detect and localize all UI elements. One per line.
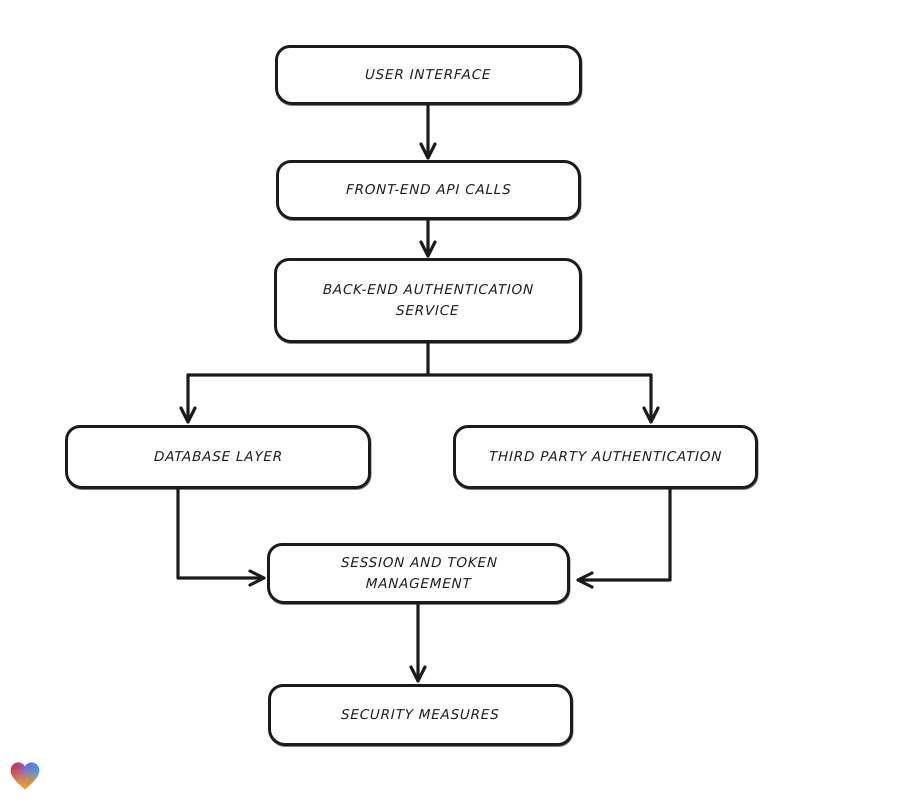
node-security-measures-label: SECURITY MEASURES (340, 706, 501, 723)
edge-session-to-security-arrow (409, 602, 427, 683)
edge-front-end-to-back-end-arrow (419, 218, 437, 258)
gradient-heart-logo[interactable] (8, 759, 42, 793)
edge-user-interface-to-front-end-arrow (419, 103, 437, 160)
node-user-interface-label: USER INTERFACE (365, 66, 492, 83)
node-front-end-api-calls-label: FRONT-END API CALLS (345, 181, 512, 198)
node-user-interface[interactable]: USER INTERFACE (275, 45, 582, 105)
edge-back-end-branch-arrows (179, 341, 660, 424)
node-third-party-authentication[interactable]: THIRD PARTY AUTHENTICATION (453, 425, 758, 489)
node-database-layer-label: DATABASE LAYER (153, 448, 283, 465)
heart-icon (10, 762, 40, 790)
edge-third-party-to-session-arrow (576, 488, 672, 589)
node-database-layer[interactable]: DATABASE LAYER (65, 425, 371, 489)
node-third-party-authentication-label: THIRD PARTY AUTHENTICATION (488, 448, 723, 465)
node-session-and-token-management[interactable]: SESSION AND TOKEN MANAGEMENT (267, 543, 570, 604)
edge-database-to-session-arrow (176, 488, 266, 587)
node-back-end-authentication-service-label: BACK-END AUTHENTICATION SERVICE (322, 281, 535, 319)
node-session-and-token-management-label: SESSION AND TOKEN MANAGEMENT (340, 554, 498, 592)
node-security-measures[interactable]: SECURITY MEASURES (268, 684, 573, 746)
node-back-end-authentication-service[interactable]: BACK-END AUTHENTICATION SERVICE (274, 258, 582, 343)
node-front-end-api-calls[interactable]: FRONT-END API CALLS (276, 160, 581, 220)
